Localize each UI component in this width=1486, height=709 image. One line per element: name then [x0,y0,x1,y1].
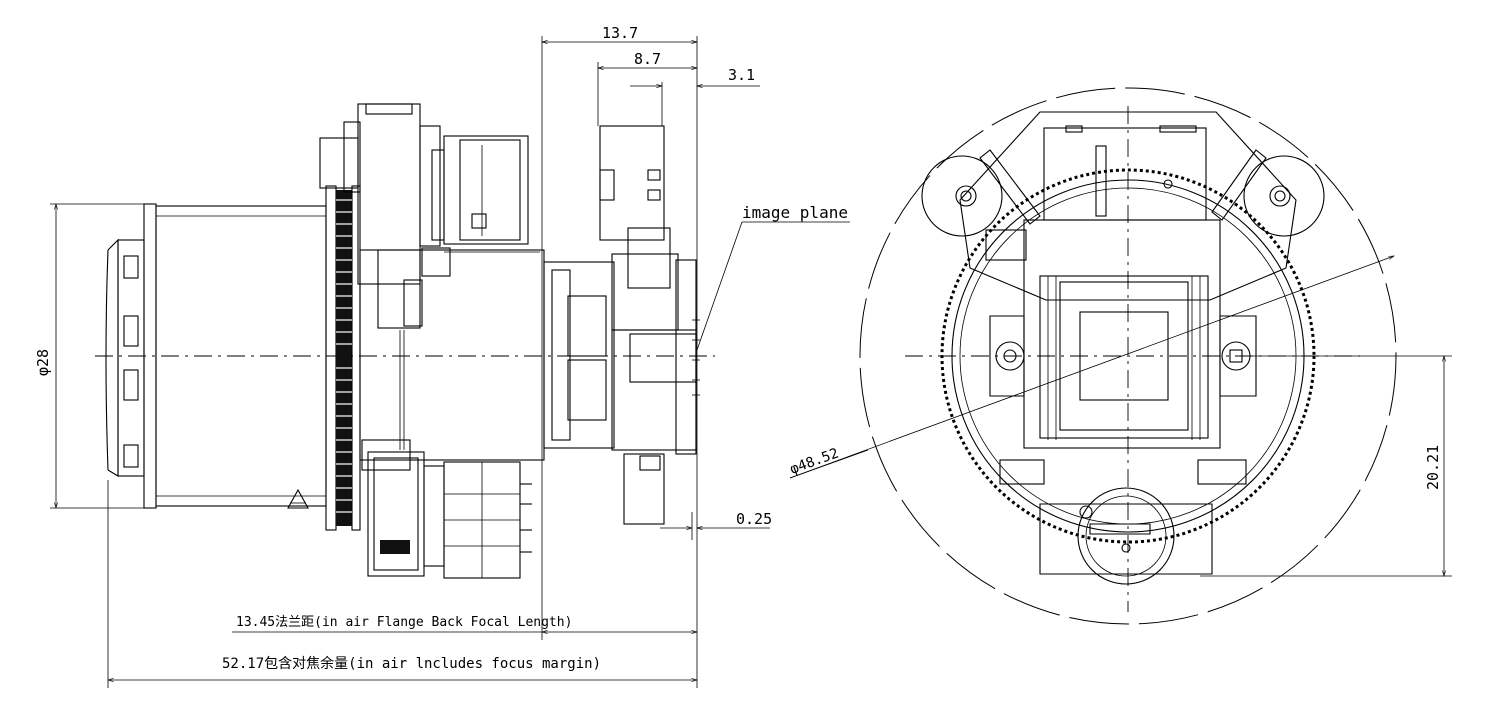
bottom-motor [999,459,1247,585]
dim-tolerance: 0.25 [736,510,772,528]
lower-motor-assembly [367,451,532,579]
mounting-ear-left [989,315,1025,397]
dim-top-mid: 8.7 [634,50,661,68]
side-dimensions [50,36,770,688]
left-roller [921,149,1041,237]
dim-overall-length: 52.17包含对焦余量(in air lncludes focus margin… [222,655,601,672]
image-plane-label: image plane [742,203,848,222]
right-roller [1211,149,1325,237]
side-view [95,103,850,579]
front-view [789,87,1452,625]
sensor-holder [543,125,700,525]
dim-diameter-front: φ48.52 [788,445,841,477]
dim-height-right: 20.21 [1424,445,1442,490]
front-lens-element [105,238,145,477]
top-housing [959,111,1297,301]
inner-tube [359,249,545,471]
sensor-board [985,219,1221,449]
dim-flange-back: 13.45法兰距(in air Flange Back Focal Length… [236,615,572,630]
dim-diameter-lens: φ28 [34,349,52,376]
dim-top-total: 13.7 [602,24,638,42]
upper-motor-assembly [319,103,540,329]
gear-ring-side [325,185,361,531]
focus-mark-triangle [287,488,309,509]
dim-top-small: 3.1 [728,66,755,84]
